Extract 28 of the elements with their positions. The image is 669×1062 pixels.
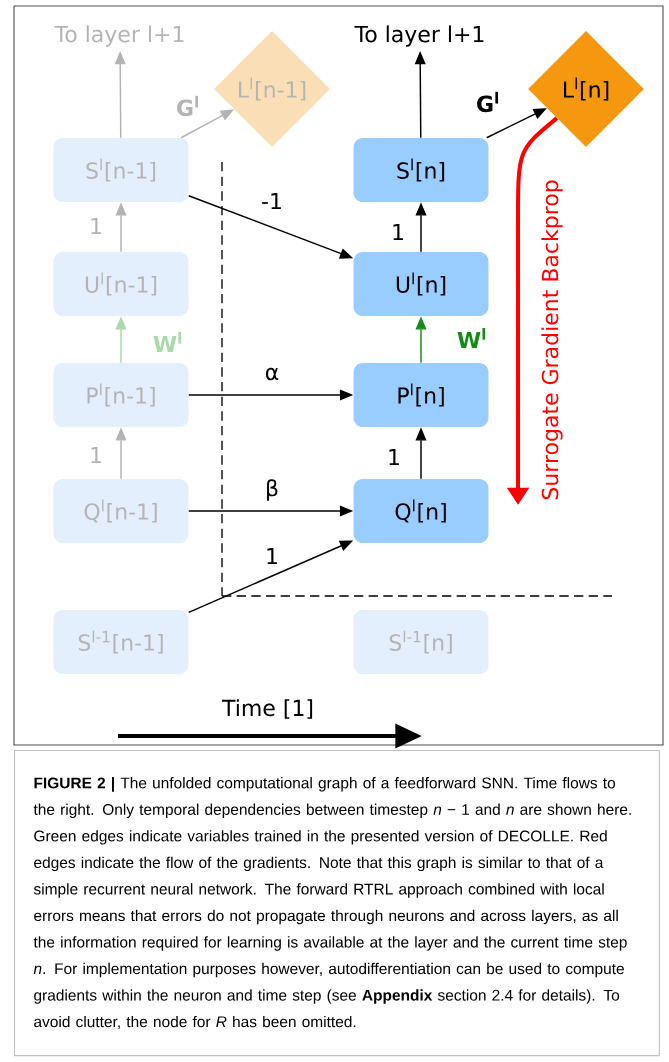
variable-box: U$^{l}$[n-1] xyxy=(53,252,189,316)
output-label: To layer l+1 xyxy=(354,25,484,47)
variable-box: P$^{l}$[n-1] xyxy=(53,363,189,427)
arrow xyxy=(180,109,234,139)
caption: FIGURE 2 | The unfolded computational graph of a feedforward SNN. Time flows to the right. Only temporal dependencies between timestep n − 1 and n are shown here. Green edges indicate variables trained in the presented version of DECOLLE. Red edges indicate the flow of the gradients. Note that this graph is similar to that of a simple recurrent neural network. The forward RTRL approach combined with local errors means that errors do not propagate through neurons and across layers, as all the information required for learning is available at the layer and the current time step n. For implementation purposes however, autodifferentiation can be used to compute gradients within the neuron and time step (see Appendix section 2.4 for details). To avoid clutter, the node for R has been omitted. xyxy=(14,750,660,1057)
edge-label: W$^{l}$ xyxy=(457,328,486,349)
edge-label: Surrogate Gradient Backprop xyxy=(541,180,563,500)
output-label: To layer l+1 xyxy=(54,25,184,47)
edge-label: G$^{l}$ xyxy=(177,95,199,117)
edge-label: 1 xyxy=(393,224,403,240)
variable-box: S$^{l}$[n-1] xyxy=(53,138,189,202)
variable-box: U$^{l}$[n] xyxy=(353,252,489,316)
edge-label: 1 xyxy=(267,548,277,564)
edge-label: -1 xyxy=(262,193,281,209)
variable-box: S$^{l-1}$[n-1] xyxy=(53,610,189,674)
variable-box: S$^{l}$[n] xyxy=(353,138,489,202)
edge-label: W$^{l}$ xyxy=(153,332,182,353)
variable-box: S$^{l-1}$[n] xyxy=(353,610,489,674)
edge-label: 1 xyxy=(91,218,101,234)
axis-label: Time [1] xyxy=(221,699,313,719)
edge-label: α xyxy=(265,367,279,381)
variable-box: Q$^{l}$[n-1] xyxy=(53,479,189,543)
variable-box: Q$^{l}$[n] xyxy=(353,479,489,543)
edge-label: G$^{l}$ xyxy=(477,91,499,113)
edge-label: 1 xyxy=(389,449,399,465)
edge-label: 1 xyxy=(91,447,101,463)
edge-label: β xyxy=(267,479,278,501)
variable-box: P$^{l}$[n] xyxy=(353,363,489,427)
